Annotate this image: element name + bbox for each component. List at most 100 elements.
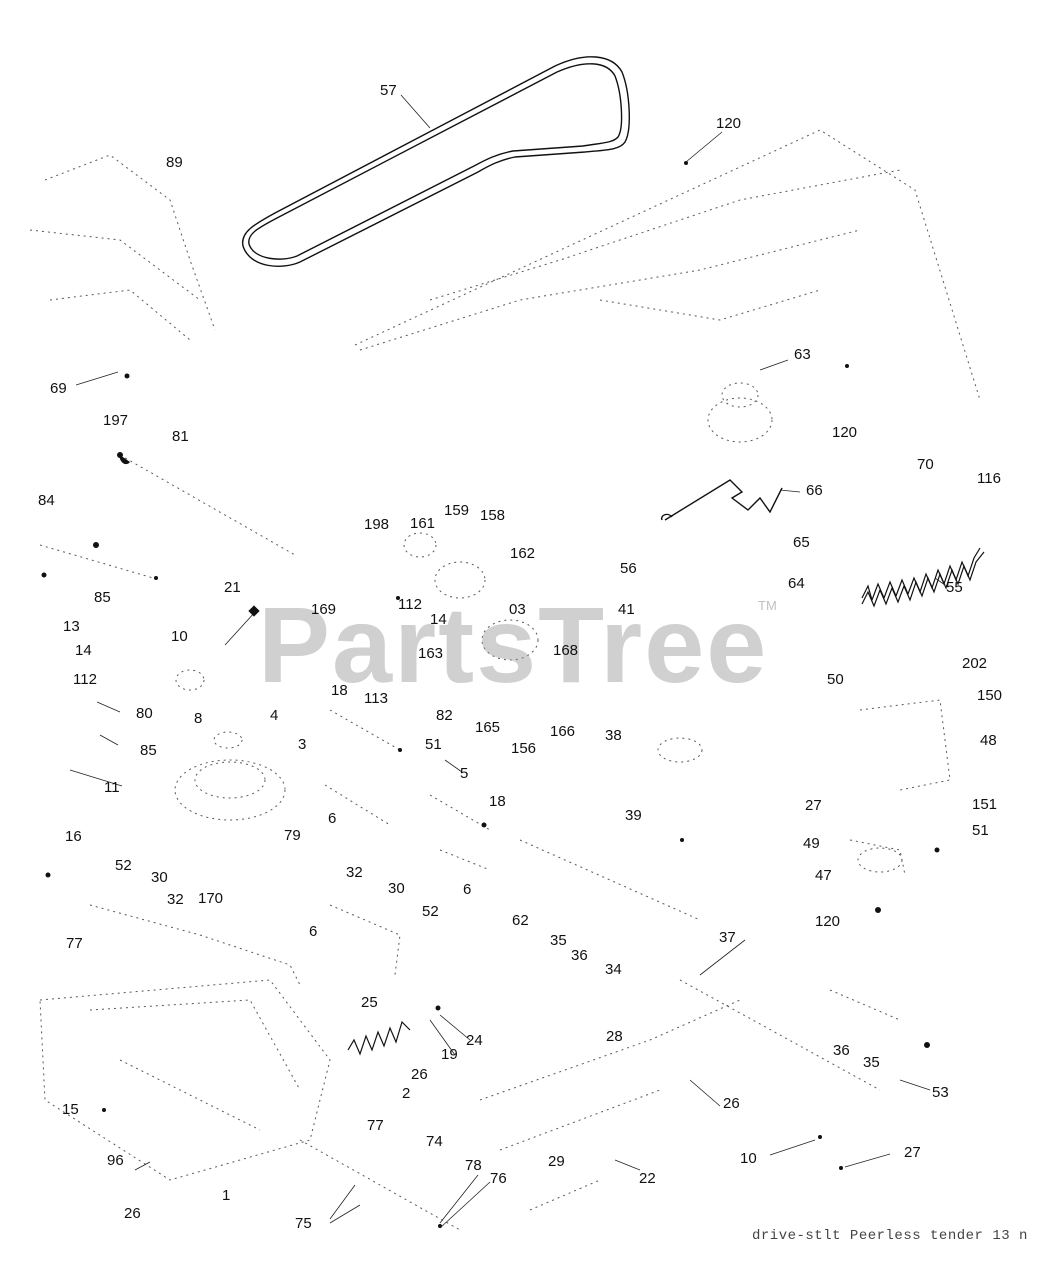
callout-label[interactable]: 19 xyxy=(441,1046,458,1063)
callout-label[interactable]: 85 xyxy=(140,742,157,759)
callout-label[interactable]: 26 xyxy=(411,1066,428,1083)
callout-label[interactable]: 116 xyxy=(977,470,1001,487)
callout-label[interactable]: 170 xyxy=(198,890,224,907)
callout-label[interactable]: 75 xyxy=(295,1215,312,1232)
callout-label[interactable]: 30 xyxy=(151,869,168,886)
callout-label[interactable]: 84 xyxy=(38,492,55,509)
callout-label[interactable]: 198 xyxy=(364,516,390,533)
callout-label[interactable]: 69 xyxy=(50,380,67,397)
callout-label[interactable]: 32 xyxy=(346,864,363,881)
callout-label[interactable]: 63 xyxy=(794,346,811,363)
callout-label[interactable]: 35 xyxy=(863,1054,880,1071)
callout-label[interactable]: 32 xyxy=(167,891,184,908)
callout-label[interactable]: 26 xyxy=(723,1095,740,1112)
callout-label[interactable]: 6 xyxy=(328,810,337,827)
callout-label[interactable]: 96 xyxy=(107,1152,124,1169)
callout-label[interactable]: 30 xyxy=(388,880,405,897)
callout-label[interactable]: 49 xyxy=(803,835,820,852)
callout-label[interactable]: 112 xyxy=(398,596,422,613)
callout-label[interactable]: 70 xyxy=(917,456,934,473)
callout-label[interactable]: 35 xyxy=(550,932,567,949)
callout-label[interactable]: 165 xyxy=(475,719,501,736)
callout-label[interactable]: 21 xyxy=(224,579,241,596)
callout-label[interactable]: 37 xyxy=(719,929,736,946)
callout-label[interactable]: 28 xyxy=(606,1028,623,1045)
callout-label[interactable]: 18 xyxy=(489,793,506,810)
callout-label[interactable]: 41 xyxy=(618,601,635,618)
callout-label[interactable]: 50 xyxy=(827,671,844,688)
callout-label[interactable]: 2 xyxy=(402,1085,411,1102)
callout-label[interactable]: 150 xyxy=(977,687,1003,704)
callout-label[interactable]: 3 xyxy=(298,736,307,753)
callout-label[interactable]: 85 xyxy=(94,589,111,606)
callout-label[interactable]: 158 xyxy=(480,507,506,524)
callout-label[interactable]: 62 xyxy=(512,912,529,929)
callout-label[interactable]: 22 xyxy=(639,1170,656,1187)
callout-label[interactable]: 53 xyxy=(932,1084,949,1101)
callout-label[interactable]: 65 xyxy=(793,534,810,551)
callout-label[interactable]: 169 xyxy=(311,601,337,618)
callout-label[interactable]: 77 xyxy=(367,1117,384,1134)
callout-label[interactable]: 89 xyxy=(166,154,183,171)
callout-label[interactable]: 13 xyxy=(63,618,80,635)
callout-label[interactable]: 36 xyxy=(571,947,588,964)
callout-label[interactable]: 18 xyxy=(331,682,348,699)
callout-label[interactable]: 166 xyxy=(550,723,576,740)
callout-label[interactable]: 5 xyxy=(460,765,469,782)
callout-label[interactable]: 36 xyxy=(833,1042,850,1059)
callout-label[interactable]: 47 xyxy=(815,867,832,884)
callout-label[interactable]: 51 xyxy=(972,822,989,839)
callout-label[interactable]: 156 xyxy=(511,740,537,757)
callout-label[interactable]: 81 xyxy=(172,428,189,445)
callout-label[interactable]: 162 xyxy=(510,545,536,562)
callout-label[interactable]: 38 xyxy=(605,727,622,744)
callout-label[interactable]: 26 xyxy=(124,1205,141,1222)
callout-label[interactable]: 197 xyxy=(103,412,129,429)
callout-label[interactable]: 14 xyxy=(430,611,447,628)
callout-label[interactable]: 55 xyxy=(946,579,963,596)
callout-label[interactable]: 1 xyxy=(222,1187,231,1204)
callout-label[interactable]: 112 xyxy=(73,671,97,688)
callout-label[interactable]: 03 xyxy=(509,601,526,618)
callout-label[interactable]: 29 xyxy=(548,1153,565,1170)
callout-label[interactable]: 151 xyxy=(972,796,998,813)
callout-label[interactable]: 51 xyxy=(425,736,442,753)
callout-label[interactable]: 77 xyxy=(66,935,83,952)
callout-label[interactable]: 39 xyxy=(625,807,642,824)
callout-label[interactable]: 52 xyxy=(422,903,439,920)
callout-label[interactable]: 74 xyxy=(426,1133,443,1150)
callout-label[interactable]: 56 xyxy=(620,560,637,577)
callout-label[interactable]: 25 xyxy=(361,994,378,1011)
callout-label[interactable]: 48 xyxy=(980,732,997,749)
callout-label[interactable]: 52 xyxy=(115,857,132,874)
callout-label[interactable]: 202 xyxy=(962,655,988,672)
callout-label[interactable]: 8 xyxy=(194,710,203,727)
callout-label[interactable]: 4 xyxy=(270,707,279,724)
callout-label[interactable]: 14 xyxy=(75,642,92,659)
callout-label[interactable]: 120 xyxy=(716,115,742,132)
callout-label[interactable]: 6 xyxy=(309,923,318,940)
callout-label[interactable]: 163 xyxy=(418,645,444,662)
callout-label[interactable]: 159 xyxy=(444,502,470,519)
callout-label[interactable]: 34 xyxy=(605,961,622,978)
callout-label[interactable]: 76 xyxy=(490,1170,507,1187)
callout-label[interactable]: 6 xyxy=(463,881,472,898)
callout-label[interactable]: 120 xyxy=(832,424,858,441)
callout-label[interactable]: 16 xyxy=(65,828,82,845)
callout-label[interactable]: 82 xyxy=(436,707,453,724)
callout-label[interactable]: 24 xyxy=(466,1032,483,1049)
callout-label[interactable]: 10 xyxy=(171,628,188,645)
callout-label[interactable]: 120 xyxy=(815,913,841,930)
callout-label[interactable]: 27 xyxy=(904,1144,921,1161)
callout-label[interactable]: 113 xyxy=(364,690,388,707)
callout-label[interactable]: 80 xyxy=(136,705,153,722)
callout-label[interactable]: 11 xyxy=(104,779,120,796)
callout-label[interactable]: 57 xyxy=(380,82,397,99)
callout-label[interactable]: 64 xyxy=(788,575,805,592)
callout-label[interactable]: 78 xyxy=(465,1157,482,1174)
callout-label[interactable]: 161 xyxy=(410,515,436,532)
callout-label[interactable]: 79 xyxy=(284,827,301,844)
callout-label[interactable]: 15 xyxy=(62,1101,79,1118)
callout-label[interactable]: 66 xyxy=(806,482,823,499)
callout-label[interactable]: 27 xyxy=(805,797,822,814)
